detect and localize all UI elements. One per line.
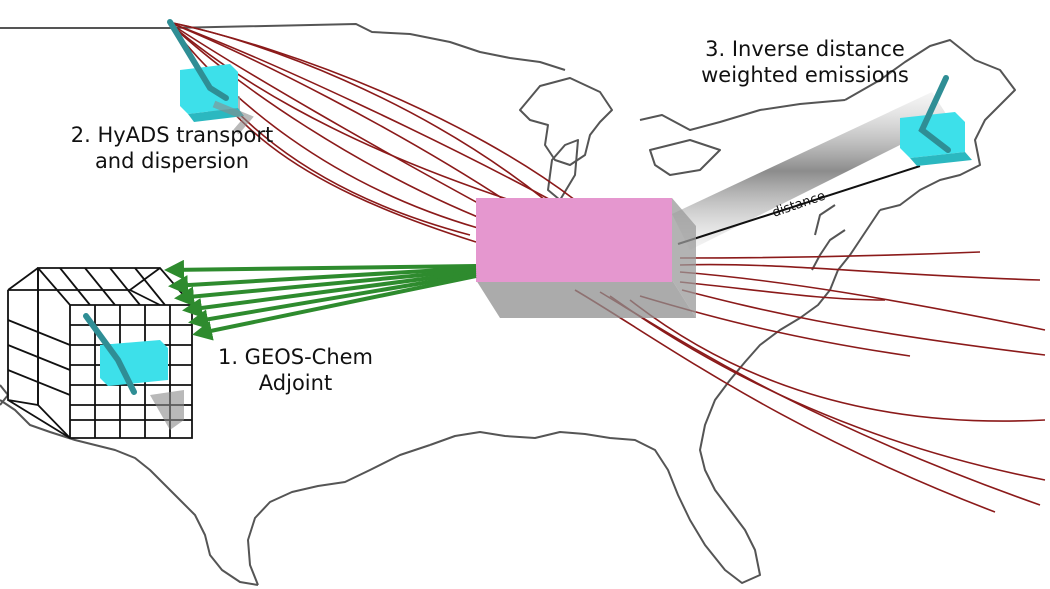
hyads-label: 2. HyADS transport and dispersion (62, 122, 282, 174)
new-england-coast (844, 39, 1016, 211)
idwe-label-line2: weighted emissions (701, 63, 909, 87)
northern-border (0, 23, 566, 71)
hyads-label-line1: 2. HyADS transport (70, 123, 274, 147)
geos-label-line2: Adjoint (258, 371, 333, 395)
adjoint-arrows (164, 259, 477, 341)
receptor-icon-geos (83, 313, 184, 430)
geos-label-line1: 1. GEOS-Chem (217, 345, 374, 369)
atlantic-coast (429, 209, 881, 584)
idwe-label-line1: 3. Inverse distance (705, 37, 905, 61)
map-outline (0, 23, 1016, 586)
idwe-label: 3. Inverse distance weighted emissions (680, 36, 930, 88)
chesapeake (811, 204, 846, 271)
lake-michigan (547, 139, 579, 201)
receptor-icon-ne (900, 75, 972, 166)
receptor-icon (167, 19, 254, 135)
lake-huron-erie (639, 99, 846, 176)
great-lakes (519, 77, 613, 166)
gulf-coast (0, 399, 431, 586)
hyads-label-line2: and dispersion (94, 149, 250, 173)
distance-line (677, 165, 921, 245)
distance-band (672, 92, 950, 250)
geos-label: 1. GEOS-Chem Adjoint (208, 344, 383, 396)
source-power-plant-box (476, 198, 696, 318)
